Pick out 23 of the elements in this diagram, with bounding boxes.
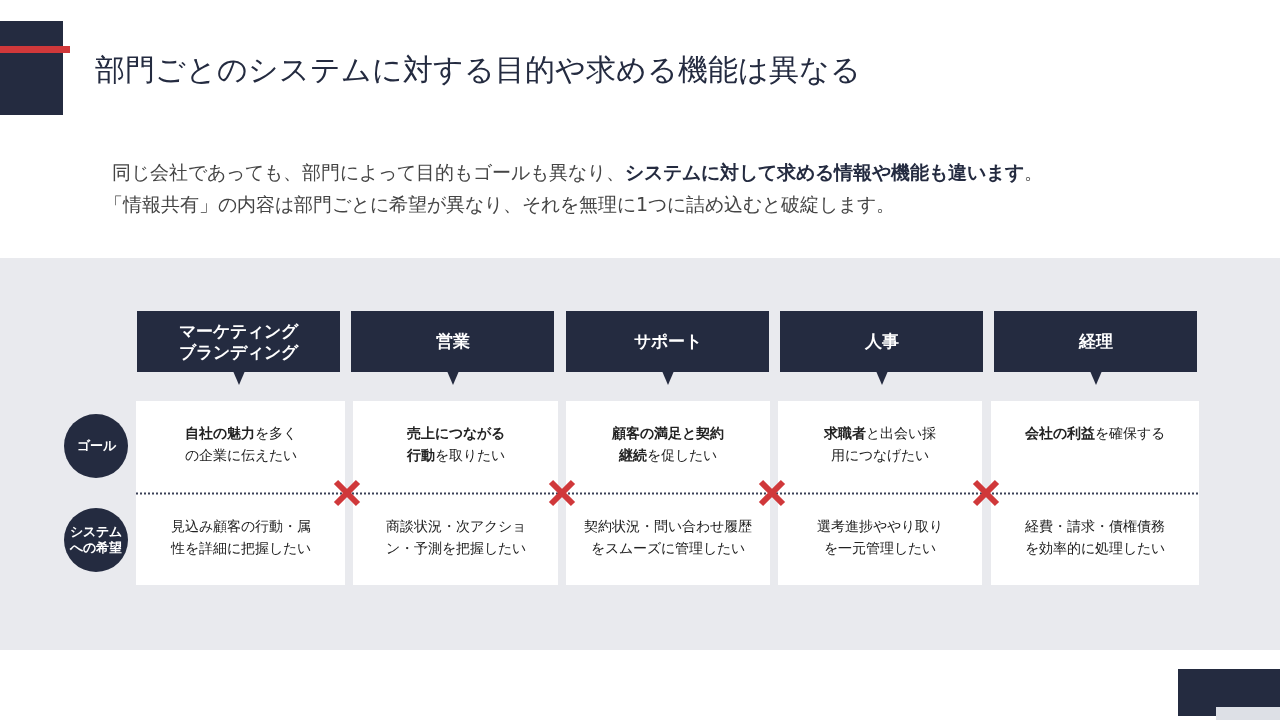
- department-box: 営業: [351, 311, 554, 372]
- body-text: 「情報共有」の内容は部門ごとに希望が異なり、それを無理に1つに詰め込むと破綻します。: [104, 192, 896, 217]
- department-box: マーケティングブランディング: [137, 311, 340, 372]
- department-box: 人事: [780, 311, 983, 372]
- department-card: [778, 401, 982, 585]
- body-text: 同じ会社であっても、部門によって目的もゴールも異なり、システムに対して求める情報や機能も違います。: [112, 160, 1043, 185]
- title: 部門ごとのシステムに対する目的や求める機能は異なる: [95, 51, 861, 89]
- wish-text: 見込み顧客の行動・属性を詳細に把握したい: [169, 517, 312, 559]
- wish-text: 選考進捗ややり取りを一元管理したい: [816, 517, 944, 559]
- department-box: サポート: [566, 311, 769, 372]
- goal-text: 求職者と出会い採用につなげたい: [823, 424, 937, 466]
- wish-text: 契約状況・問い合わせ履歴をスムーズに管理したい: [583, 517, 753, 559]
- department-card: [566, 401, 770, 585]
- department-box: 経理: [994, 311, 1197, 372]
- goal-text: 会社の利益を確保する: [1024, 424, 1166, 443]
- department-card: [136, 401, 345, 585]
- wish-text: 経費・請求・債権債務を効率的に処理したい: [1024, 517, 1166, 559]
- department-card: [991, 401, 1199, 585]
- goal-text: 顧客の満足と契約継続を促したい: [611, 424, 725, 466]
- goal-text: 自社の魅力を多くの企業に伝えたい: [183, 424, 298, 466]
- department-card: [353, 401, 558, 585]
- wish-text: 商談状況・次アクション・予測を把握したい: [384, 517, 527, 559]
- goal-text: 売上につながる行動を取りたい: [405, 424, 506, 466]
